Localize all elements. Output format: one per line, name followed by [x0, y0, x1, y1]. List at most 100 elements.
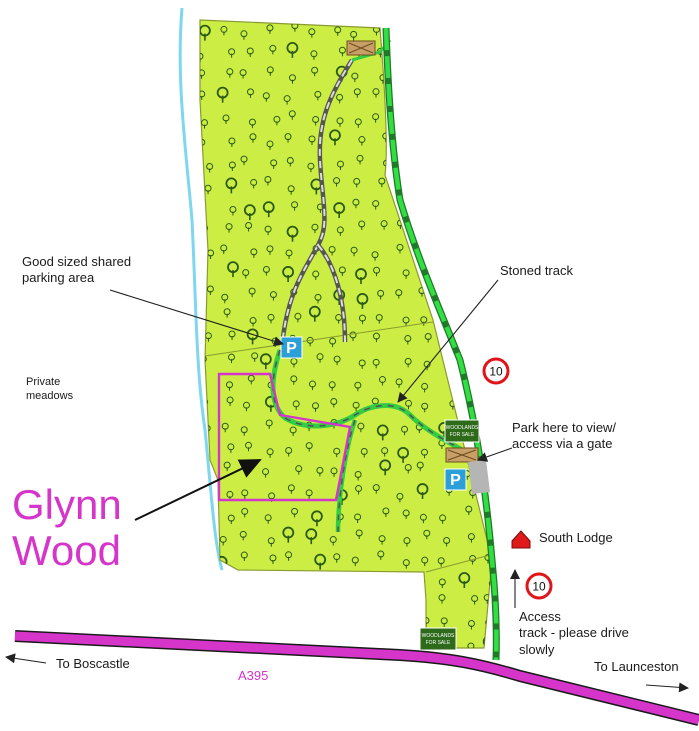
tree-icon [250, 178, 258, 189]
tree-icon [334, 26, 342, 36]
tree-icon [333, 355, 341, 366]
tree-icon [228, 137, 236, 147]
tree-icon [349, 331, 357, 342]
tree-icon [269, 554, 277, 564]
tree-icon [465, 505, 473, 516]
tree-icon [404, 463, 412, 474]
tree-icon [351, 72, 359, 83]
tree-icon [291, 507, 299, 518]
tree-icon [292, 400, 300, 410]
tree-icon [202, 528, 210, 538]
tree-icon [439, 270, 447, 280]
wood-name: Glynn Wood [12, 481, 122, 575]
tree-icon [372, 113, 380, 123]
tree-icon [379, 459, 392, 476]
tree-icon [381, 447, 389, 457]
tree-icon [312, 402, 320, 412]
tree-icon [248, 573, 256, 583]
tree-icon [223, 308, 231, 318]
tree-icon [314, 90, 322, 101]
tree-icon [269, 44, 277, 55]
tree-icon [311, 66, 319, 77]
tree-icon [487, 66, 492, 76]
tree-icon [333, 177, 341, 187]
tree-icon [291, 201, 299, 211]
tree-icon [350, 30, 358, 41]
tree-icon [239, 69, 247, 79]
tree-icon [375, 314, 383, 324]
tree-icon [358, 136, 366, 146]
sale-sign-text: FOR SALE [450, 432, 475, 438]
tree-icon [401, 599, 409, 610]
parking-icon: P [280, 336, 303, 359]
tree-icon [269, 615, 277, 626]
tree-icon [397, 87, 405, 98]
tree-icon [240, 426, 248, 436]
tree-icon [251, 622, 259, 633]
tree-icon [469, 266, 477, 277]
tree-icon [481, 46, 489, 57]
tree-icon [372, 200, 380, 210]
tree-icon [250, 248, 258, 258]
tree-icon [356, 154, 364, 165]
tree-icon [395, 378, 403, 388]
arrow-icon [397, 279, 499, 403]
tree-icon [484, 266, 492, 277]
tree-icon [416, 157, 424, 167]
tree-icon [404, 335, 412, 345]
tree-icon [354, 381, 362, 392]
tree-icon [264, 176, 272, 186]
tree-icon [266, 66, 274, 76]
tree-icon [483, 157, 491, 167]
tree-icon [402, 269, 410, 279]
tree-icon [314, 293, 322, 304]
tree-icon [220, 624, 228, 635]
tree-icon [358, 220, 366, 231]
tree-icon [438, 330, 446, 341]
tree-icon [229, 205, 237, 216]
tree-icon [289, 426, 297, 437]
tree-icon [267, 537, 275, 547]
tree-icon [420, 91, 428, 101]
tree-icon [286, 42, 299, 58]
tree-icon [200, 197, 205, 208]
tree-icon [402, 509, 410, 520]
tree-icon [443, 223, 451, 234]
woodland-track [335, 419, 358, 533]
private-meadows-label: Private meadows [26, 376, 74, 402]
tree-icon [448, 373, 456, 384]
sale-sign-icon: WOODLANDS FOR SALE [419, 627, 457, 651]
parking-area-label: Good sized shared parking area [22, 254, 132, 286]
tree-icon [294, 312, 302, 323]
tree-icon [329, 536, 337, 546]
tree-icon [377, 289, 385, 300]
access-track [383, 27, 499, 661]
tree-icon [241, 489, 249, 499]
tree-icon [281, 575, 294, 592]
tree-icon [259, 353, 272, 370]
tree-icon [262, 201, 275, 218]
tree-icon [264, 225, 272, 236]
tree-icon [262, 468, 270, 478]
tree-icon [490, 25, 492, 33]
tree-icon [372, 88, 380, 98]
tree-icon [423, 529, 431, 540]
tree-icon [227, 443, 235, 453]
tree-icon [316, 353, 324, 363]
tree-icon [437, 136, 445, 147]
tree-icon [327, 593, 335, 604]
tree-icon [307, 162, 315, 173]
tree-icon [261, 579, 269, 589]
tree-icon [264, 514, 272, 524]
tree-icon [242, 269, 250, 279]
tree-icon [330, 467, 338, 477]
tree-icon [333, 447, 341, 458]
tree-icon [461, 241, 469, 252]
tree-icon [240, 551, 248, 562]
tree-icon [282, 266, 295, 282]
tree-icon [249, 317, 257, 327]
tree-icon [421, 448, 429, 459]
tree-icon [396, 492, 404, 503]
tree-icon [240, 155, 248, 166]
tree-icon [200, 550, 204, 561]
